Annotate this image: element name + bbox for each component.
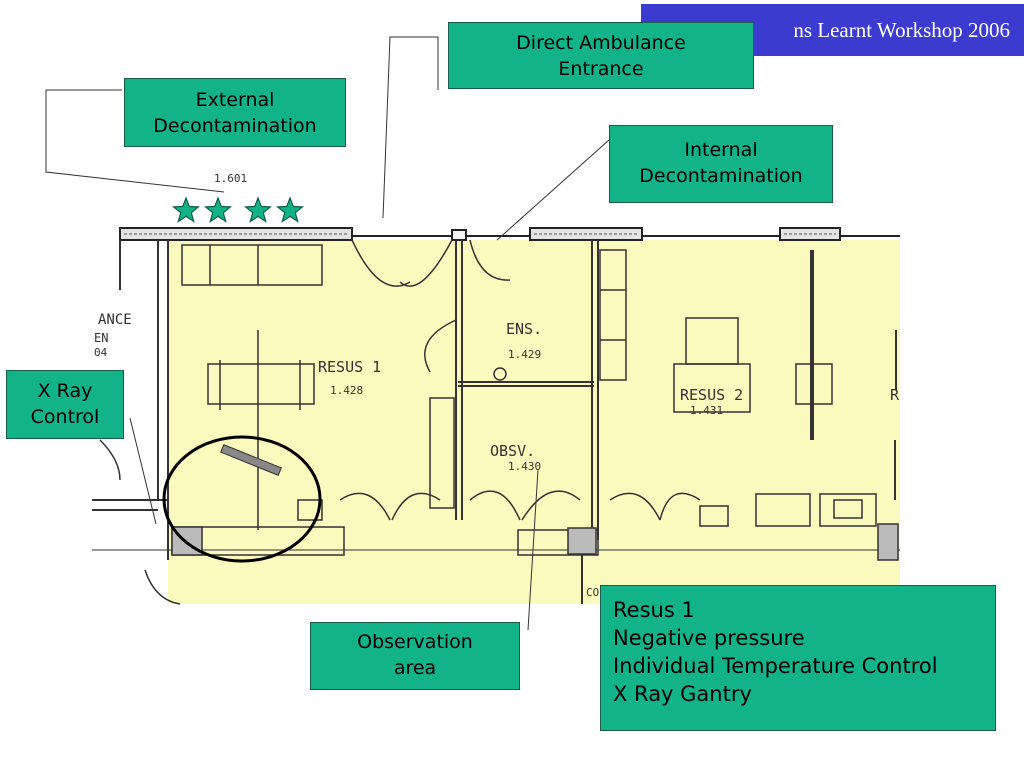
obsv-label: OBSV. bbox=[490, 442, 535, 460]
star-icon bbox=[243, 196, 273, 223]
ens-number: 1.429 bbox=[508, 348, 541, 361]
top-room-fragment: 1.601 bbox=[214, 172, 247, 185]
obsv-number: 1.430 bbox=[508, 460, 541, 473]
left-room-fragment-3: 04 bbox=[94, 346, 108, 359]
leader-lines bbox=[45, 36, 610, 631]
star-icon bbox=[275, 196, 305, 223]
resus1-label: RESUS 1 bbox=[318, 358, 381, 376]
callout-line: area bbox=[393, 657, 437, 679]
workshop-title: ns Learnt Workshop 2006 bbox=[793, 18, 1010, 42]
star-icon bbox=[171, 196, 201, 223]
callout-line: Entrance bbox=[558, 58, 644, 80]
door-swings bbox=[99, 239, 701, 605]
ambulance-leader bbox=[382, 36, 439, 219]
callout-line: Observation bbox=[357, 631, 473, 653]
left-room-fragment-2: EN bbox=[94, 331, 108, 345]
callout-line: Decontamination bbox=[639, 165, 803, 187]
resus2-fixtures bbox=[599, 249, 899, 561]
resus2-number: 1.431 bbox=[690, 404, 723, 417]
resus2-label: RESUS 2 bbox=[680, 386, 743, 404]
info-line: X Ray Gantry bbox=[613, 682, 752, 706]
right-room-fragment: R bbox=[890, 386, 900, 404]
xray-gantry-bar bbox=[220, 444, 282, 476]
callout-line: Control bbox=[30, 406, 100, 428]
info-line: Resus 1 bbox=[613, 598, 695, 622]
callout-line: External bbox=[195, 89, 275, 111]
observation-leader bbox=[527, 469, 539, 631]
left-room-fragment: ANCE bbox=[98, 312, 132, 328]
resus1-features-box: Resus 1 Negative pressure Individual Tem… bbox=[600, 585, 996, 731]
xray-gantry-highlight-circle bbox=[162, 435, 322, 563]
interior-walls bbox=[92, 240, 900, 604]
direct-ambulance-entrance-callout: Direct Ambulance Entrance bbox=[448, 22, 754, 89]
callout-line: Direct Ambulance bbox=[516, 32, 686, 54]
internal-decontamination-callout: Internal Decontamination bbox=[609, 125, 833, 203]
callout-line: Internal bbox=[684, 139, 758, 161]
external-decon-stars bbox=[171, 196, 305, 223]
external-decontamination-callout: External Decontamination bbox=[124, 78, 346, 147]
info-line: Negative pressure bbox=[613, 626, 805, 650]
ens-label: ENS. bbox=[506, 320, 542, 338]
resus1-number: 1.428 bbox=[330, 384, 363, 397]
xray-control-callout: X Ray Control bbox=[6, 370, 124, 439]
star-icon bbox=[203, 196, 233, 223]
callout-line: X Ray bbox=[37, 380, 93, 402]
info-line: Individual Temperature Control bbox=[613, 654, 938, 678]
external-decon-leader bbox=[45, 89, 225, 193]
callout-line: Decontamination bbox=[153, 115, 317, 137]
top-wall bbox=[119, 227, 900, 241]
internal-decon-leader bbox=[496, 139, 610, 241]
ens-obsv-fixtures bbox=[429, 367, 599, 556]
floor-area bbox=[168, 240, 900, 604]
observation-area-callout: Observation area bbox=[310, 622, 520, 690]
xray-control-leader bbox=[129, 417, 157, 525]
